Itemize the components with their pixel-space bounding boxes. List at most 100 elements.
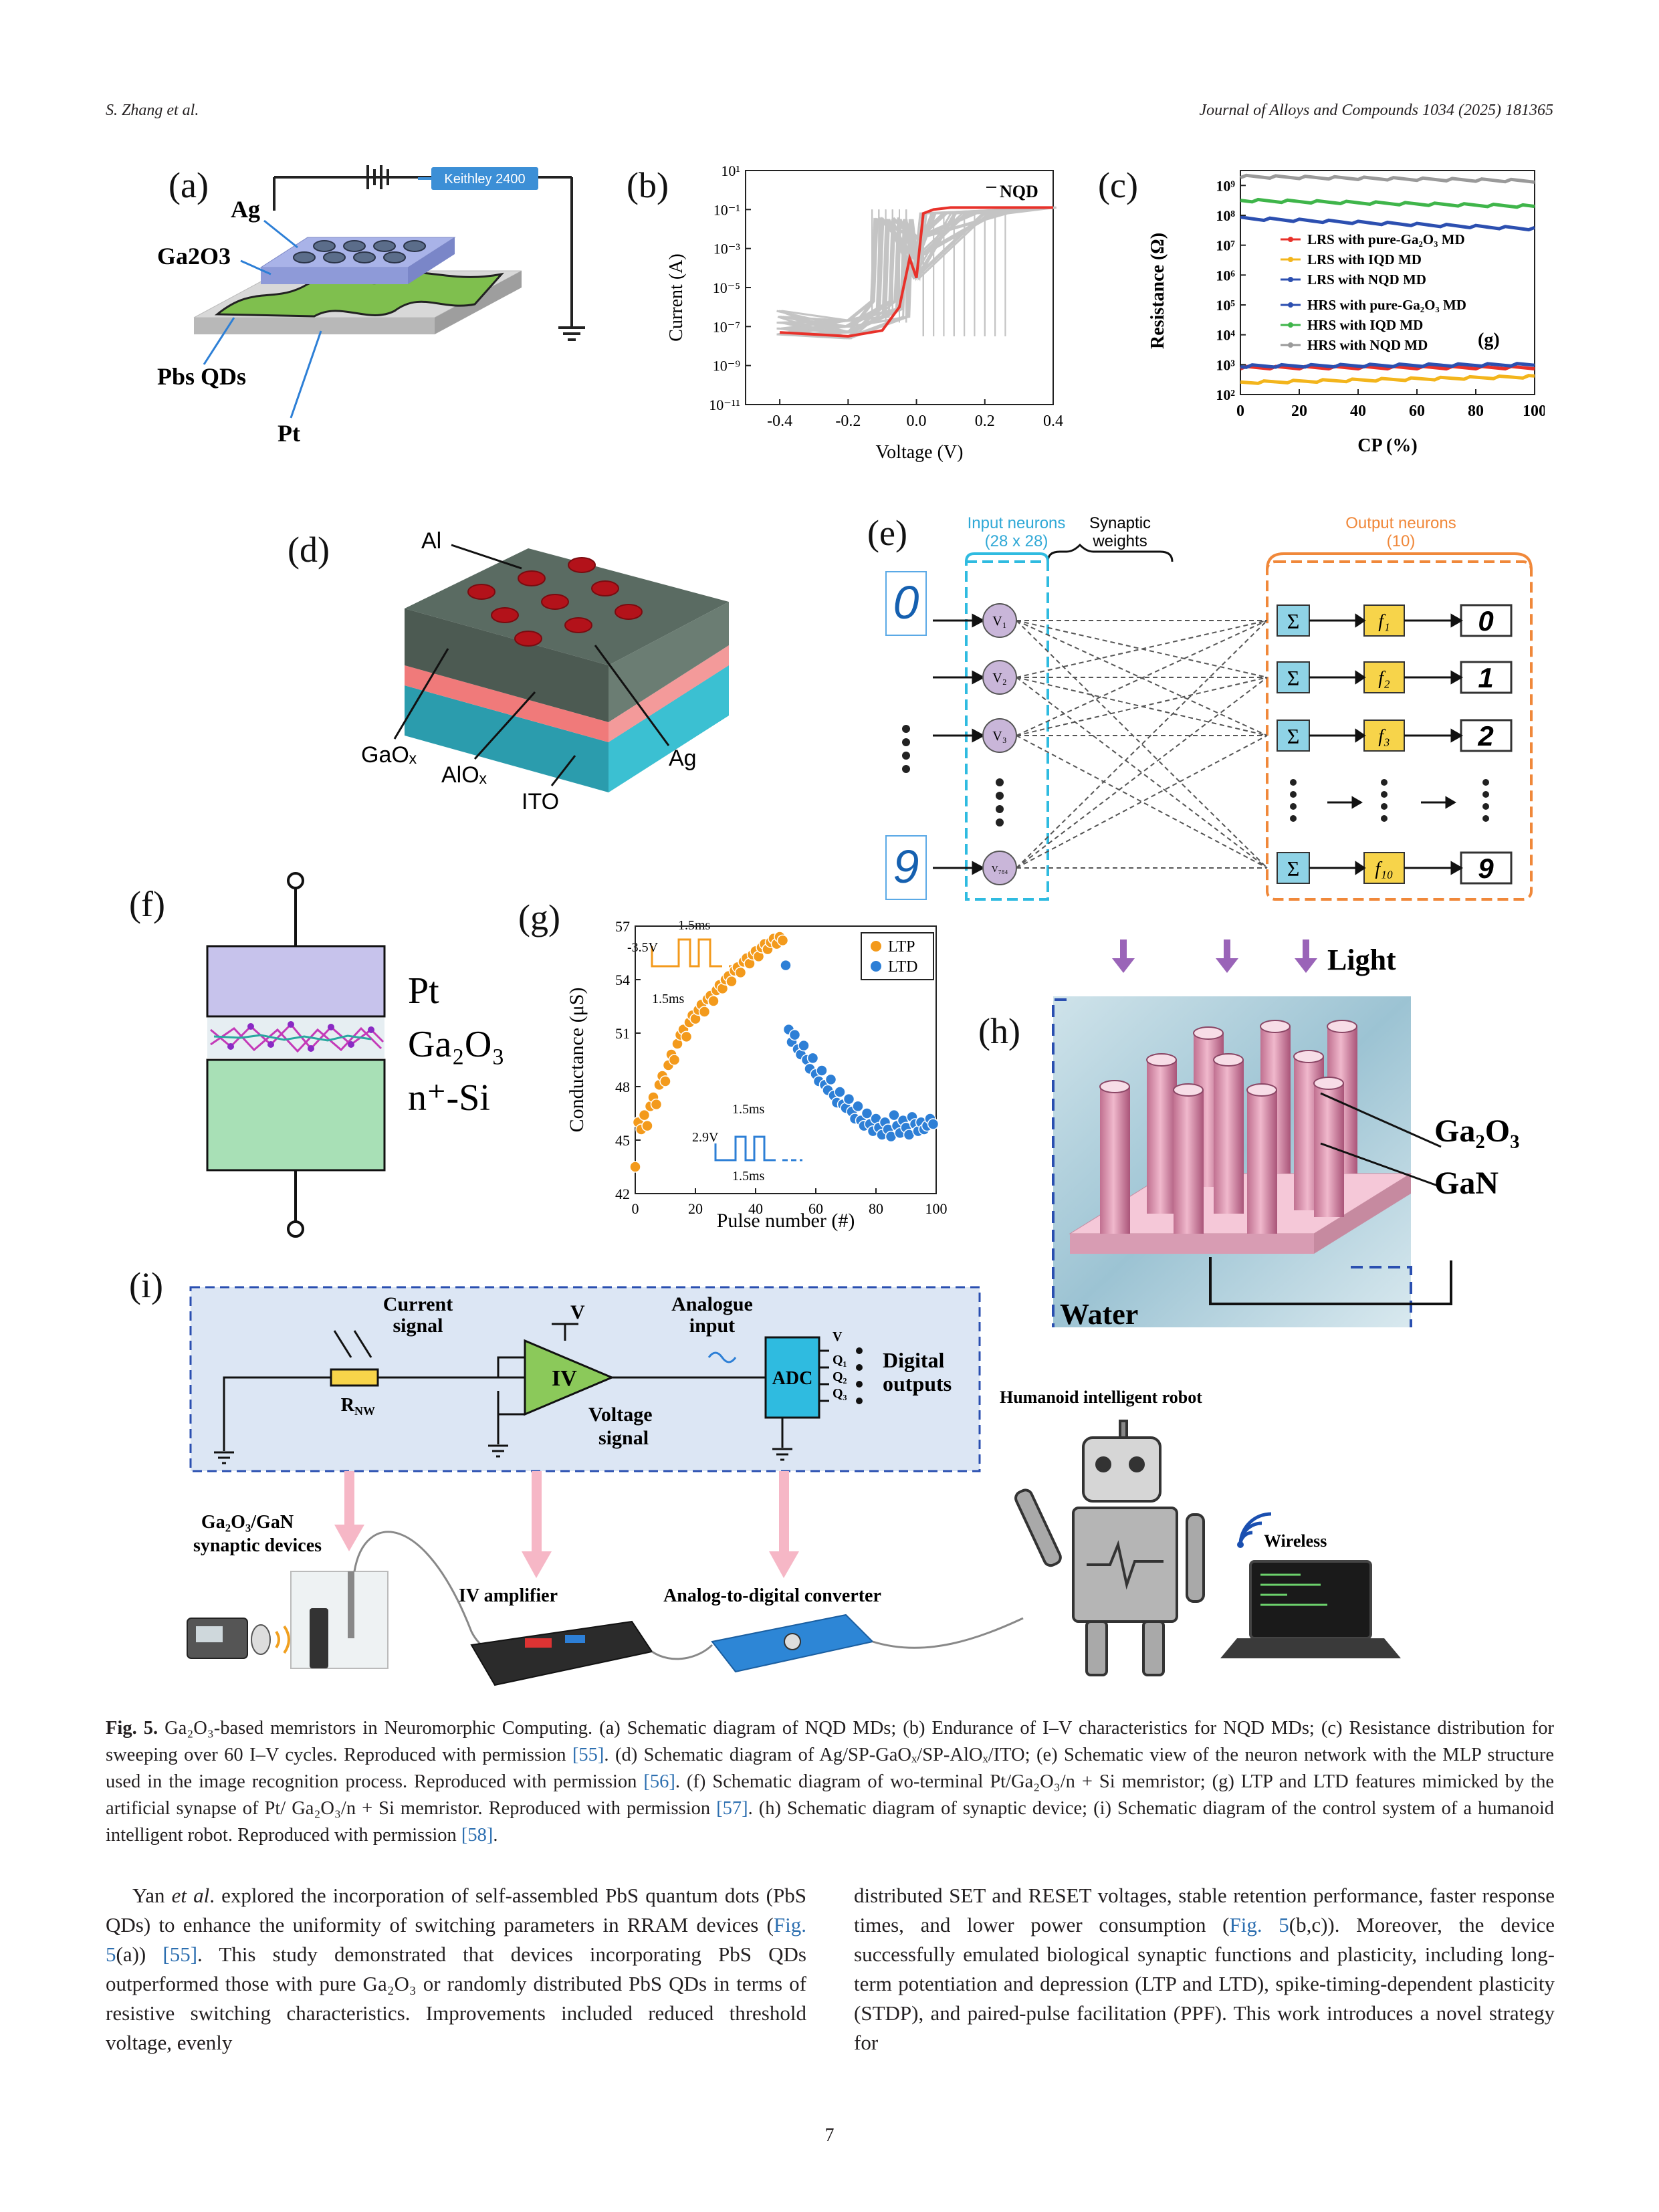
y-tick-label: 10⁸ [1216, 207, 1235, 224]
robot-title: Humanoid intelligent robot [1000, 1388, 1202, 1407]
panel-g-ltp-ltd-chart: (g) Pulse number (#) Conductance (μS) -3… [518, 897, 948, 1232]
panel-f-label: (f) [129, 884, 165, 924]
y-tick-label: 45 [615, 1132, 630, 1149]
panel-h-label: (h) [978, 1011, 1020, 1051]
ltp-point [734, 966, 747, 979]
body-column-left: Yan et al. explored the incorporation of… [106, 1881, 806, 2058]
panel-e-label: (e) [867, 513, 907, 553]
y-tick-label: 42 [615, 1186, 630, 1202]
left-ref-link[interactable]: [55] [162, 1943, 198, 1966]
ltp-point [680, 1030, 693, 1043]
wireless-label: Wireless [1264, 1531, 1327, 1551]
y-tick-label: 10⁻⁷ [713, 318, 740, 335]
output-row-3 [1277, 719, 1513, 752]
neuron-v3: V₃ [992, 729, 1006, 744]
ltd-point [852, 1100, 864, 1113]
nanowire-resistor [330, 1368, 379, 1387]
ltp-point [776, 934, 789, 947]
analogue-input-2: input [689, 1315, 735, 1337]
nsi-layer-label: n⁺-Si [408, 1077, 490, 1119]
legend-marker [871, 941, 881, 952]
down-arrows [334, 1471, 799, 1578]
light-arrows [1112, 939, 1317, 973]
left-fig-link[interactable]: Fig. 5 [106, 1913, 806, 1966]
adc-pin-q1: Q₁ [833, 1353, 847, 1367]
legend-marker [1288, 322, 1293, 328]
right-text-2: (b,c)). Moreover, the device successfull… [854, 1913, 1555, 2054]
iv-symbol-label: IV [552, 1366, 577, 1391]
legend-marker [1288, 302, 1293, 308]
caption-ref-57[interactable]: [57] [716, 1798, 748, 1819]
neuron-v1: V₁ [992, 614, 1006, 629]
ltd-point [927, 1118, 939, 1130]
output-row-2 [1277, 661, 1513, 694]
x-tick-label: 60 [1409, 403, 1425, 420]
analogue-input-1: Analogue [671, 1293, 753, 1315]
func-f1: f₁ [1378, 611, 1390, 632]
ltd-voltage: 2.9V [692, 1130, 719, 1145]
panel-b-iv-chart: (b) NQD Voltage (V) Current (A) -0.4-0.2… [627, 162, 1063, 463]
ltd-width: 1.5ms [732, 1102, 765, 1117]
func-f10: f₁₀ [1375, 859, 1393, 879]
caption-ref-58[interactable]: [58] [461, 1825, 493, 1846]
panel-d-label: (d) [288, 530, 330, 570]
adc-device-label: Analog-to-digital converter [663, 1585, 881, 1606]
caption-text-2: . (d) Schematic diagram of Ag/SP-GaOₓ/SP… [106, 1745, 1554, 1792]
y-tick-label: 54 [615, 972, 630, 988]
input-digit-9: 9 [893, 841, 919, 893]
ltp-gap: 1.5ms [652, 992, 685, 1006]
al-label: Al [421, 528, 441, 554]
battery-icon [366, 165, 389, 189]
sum-1: Σ [1287, 609, 1300, 633]
x-tick-label: 0.2 [975, 413, 995, 430]
legend-label: LRS with pure-Ga₂O₃ MD [1307, 231, 1465, 247]
panel-i-robot-control-system: (i) R NW IV V Current signal Voltage sig… [129, 1265, 1401, 1686]
ltd-point [861, 1107, 873, 1119]
right-fig-link[interactable]: Fig. 5 [1229, 1913, 1289, 1937]
panel-c-resistance-chart: (c) CP (%) Resistance (Ω) (g) LRS with p… [1098, 165, 1545, 456]
weights-title: Synaptic [1089, 514, 1151, 532]
x-tick-label: 20 [1291, 403, 1307, 420]
x-tick-label: 40 [1350, 403, 1366, 420]
plot-frame [635, 925, 937, 1194]
output-size: (10) [1387, 532, 1416, 550]
adc-pin-v: V [833, 1329, 843, 1344]
left-text-2: . explored the incorporation of self-ass… [106, 1884, 806, 1937]
current-signal-2: signal [393, 1315, 443, 1337]
water-container [290, 1571, 389, 1669]
ltd-point [816, 1065, 828, 1077]
voltage-signal-1: Voltage [588, 1404, 653, 1426]
y-tick-label: 10⁴ [1216, 327, 1235, 344]
caption-ref-55[interactable]: [55] [572, 1745, 604, 1765]
legend-label: LTD [888, 958, 917, 976]
panel-h-synaptic-device: (h) Light Ga₂O₃ GaN Water [978, 939, 1519, 1331]
panel-e-neural-network: (e) Input neurons (28 x 28) Synaptic wei… [867, 513, 1533, 901]
ltp-point [650, 1098, 663, 1111]
panel-b-ylabel: Current (A) [666, 253, 687, 341]
ga2o3-layer-label: Ga₂O₃ [408, 1024, 505, 1065]
ga2o3-label: Ga2O3 [157, 243, 231, 269]
input-size: (28 x 28) [985, 532, 1048, 550]
sum-2: Σ [1287, 666, 1300, 690]
panel-i-label: (i) [129, 1265, 163, 1305]
y-tick-label: 10⁻⁹ [713, 358, 741, 374]
figure-number: Fig. 5. [106, 1718, 158, 1739]
background-cycle [780, 206, 1055, 336]
gan-label: GaN [1434, 1166, 1499, 1201]
ltp-point [726, 975, 738, 988]
panel-f-memristor: (f) Pt Ga₂O₃ n⁺-Si [129, 872, 505, 1238]
nqd-series-line [779, 206, 1053, 338]
ag-label-d: Ag [669, 746, 697, 771]
x-tick-label: 0.0 [907, 413, 927, 430]
caption-ref-56[interactable]: [56] [643, 1771, 675, 1792]
caption-text-1: Ga₂O₃-based memristors in Neuromorphic C… [106, 1718, 1555, 1765]
ltd-pulse-inset [714, 1135, 802, 1162]
sum-10: Σ [1287, 857, 1300, 881]
x-tick-label: 80 [1468, 403, 1484, 420]
y-tick-label: 10⁶ [1216, 267, 1235, 284]
series-line [1240, 215, 1535, 232]
ltd-point [780, 959, 792, 972]
output-2: 2 [1477, 720, 1493, 752]
y-tick-label: 10³ [1216, 356, 1235, 373]
panel-b-title: NQD [1000, 182, 1038, 201]
